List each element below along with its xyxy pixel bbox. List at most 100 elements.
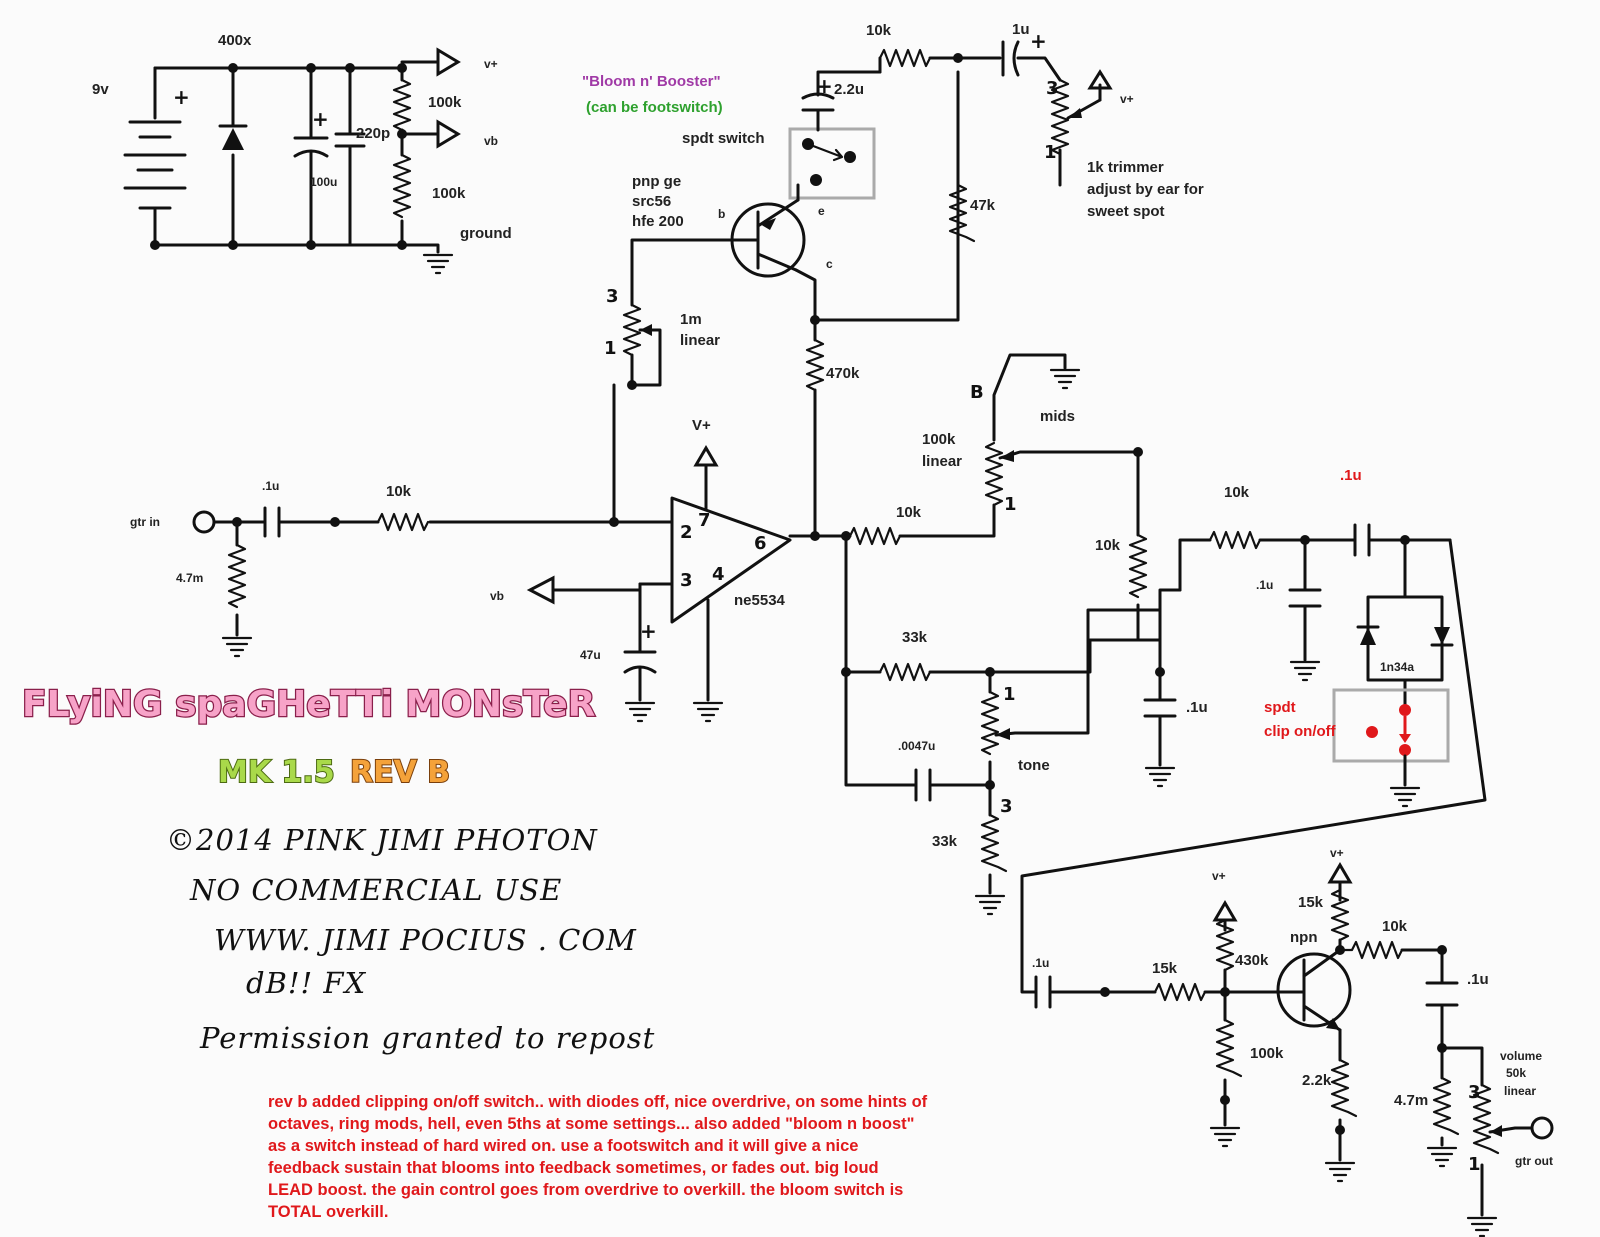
tone-r33k-b-label: 33k bbox=[932, 833, 958, 850]
out-vplus-b-icon bbox=[1327, 862, 1353, 884]
svg-text:3: 3 bbox=[1000, 796, 1013, 817]
svg-text:4: 4 bbox=[712, 564, 725, 585]
battery-icon bbox=[123, 120, 187, 210]
battery-label: 9v bbox=[92, 81, 109, 98]
svg-text:+: + bbox=[1030, 29, 1047, 53]
vb-arrow-icon bbox=[436, 119, 461, 149]
tone-pot-label: tone bbox=[1018, 757, 1050, 774]
opamp-vb-icon bbox=[526, 575, 555, 605]
title-mk: MK 1.5 bbox=[218, 755, 335, 790]
npn-transistor-icon bbox=[1276, 952, 1352, 1028]
clip-switch-label-2: clip on/off bbox=[1264, 723, 1337, 740]
out-cap-label: .1u bbox=[1467, 971, 1489, 988]
bloom-subtitle: (can be footswitch) bbox=[586, 99, 723, 116]
input-jack-label: gtr in bbox=[130, 515, 160, 529]
volume-label-1: volume bbox=[1500, 1049, 1542, 1063]
gain-pot-label: 1m bbox=[680, 311, 702, 328]
out-r15k-label: 15k bbox=[1152, 960, 1178, 977]
input-jack-icon bbox=[192, 510, 216, 534]
out-vplus-a-label: v+ bbox=[1212, 869, 1226, 883]
bloom-cap-1u-label: 1u bbox=[1012, 21, 1030, 38]
trimmer-label-1: 1k trimmer bbox=[1087, 159, 1164, 176]
tone-r10k-a-label: 10k bbox=[896, 504, 922, 521]
mids-pot-label: 100k bbox=[922, 431, 956, 448]
divider-r1-label: 100k bbox=[428, 94, 462, 111]
ground-icon bbox=[422, 253, 454, 275]
opamp-vplus-label: V+ bbox=[692, 417, 711, 434]
clipping-diodes-icon bbox=[1356, 625, 1454, 647]
bloom-r10k-label: 10k bbox=[866, 22, 892, 39]
opamp-cap-label: 47u bbox=[580, 648, 601, 662]
pin-e-label: e bbox=[818, 204, 825, 218]
svg-text:3: 3 bbox=[680, 570, 693, 591]
vplus-label: v+ bbox=[484, 57, 498, 71]
credit-copyright: ©2014 PINK JIMI PHOTON bbox=[166, 823, 598, 857]
trimmer-label-2: adjust by ear for bbox=[1087, 181, 1204, 198]
svg-text:3: 3 bbox=[1046, 78, 1059, 99]
clip-switch-label-1: spdt bbox=[1264, 699, 1296, 716]
input-pulldown-label: 4.7m bbox=[176, 571, 203, 585]
svg-text:1: 1 bbox=[1004, 494, 1017, 515]
feedback-r470k-label: 470k bbox=[826, 365, 860, 382]
trimmer-vplus-icon bbox=[1087, 69, 1113, 90]
out-r430k-label: 430k bbox=[1235, 952, 1269, 969]
power-supply-section: + + 9v 400x 100u 220p bbox=[92, 32, 512, 275]
opamp-label: ne5534 bbox=[734, 592, 786, 609]
input-r10k-label: 10k bbox=[386, 483, 412, 500]
input-cap-label: .1u bbox=[262, 479, 279, 493]
out-r10k-label: 10k bbox=[1382, 918, 1408, 935]
revision-notes: rev b added clipping on/off switch.. wit… bbox=[268, 1093, 928, 1221]
clip-switch-box[interactable] bbox=[1332, 688, 1450, 763]
filter-cap-icon bbox=[293, 136, 329, 158]
pin-b-label: b bbox=[718, 207, 725, 221]
out-r22k-label: 2.2k bbox=[1302, 1072, 1332, 1089]
clip-r10k-label: 10k bbox=[1224, 484, 1250, 501]
divider-r2-label: 100k bbox=[432, 185, 466, 202]
transistor-label-1: pnp ge bbox=[632, 173, 681, 190]
cap-220p-label: 220p bbox=[356, 125, 390, 142]
volume-label-2: 50k bbox=[1506, 1066, 1526, 1080]
svg-text:+: + bbox=[640, 619, 657, 643]
volume-label-3: linear bbox=[1504, 1084, 1536, 1098]
tone-r33k-a-label: 33k bbox=[902, 629, 928, 646]
tone-stack-section: .0047u 10k B 1 100k linear mids 10k 33k bbox=[841, 353, 1208, 916]
svg-text:3: 3 bbox=[1468, 1082, 1481, 1103]
bloom-booster-section: "Bloom n' Booster" (can be footswitch) s… bbox=[582, 21, 1204, 322]
credits-block: ©2014 PINK JIMI PHOTON NO COMMERCIAL USE… bbox=[166, 823, 654, 1055]
credit-no-commercial: NO COMMERCIAL USE bbox=[189, 873, 562, 907]
credit-website: WWW. JIMI POCIUS . COM bbox=[214, 923, 637, 957]
svg-text:+: + bbox=[816, 74, 833, 98]
gain-pot-label-2: linear bbox=[680, 332, 720, 349]
tone-r10k-b-label: 10k bbox=[1095, 537, 1121, 554]
bloom-r47k-label: 47k bbox=[970, 197, 996, 214]
out-r15k-c-label: 15k bbox=[1298, 894, 1324, 911]
out-vplus-a-icon bbox=[1212, 900, 1238, 922]
input-gain-section: gtr in .1u 10k 4.7m 3 1 1m linear 470k bbox=[130, 286, 860, 658]
clipping-section: 10k .1u .1u 1n34a spdt clip on/off bbox=[1020, 467, 1487, 994]
svg-text:7: 7 bbox=[698, 510, 711, 531]
title-rev: REV B bbox=[350, 755, 450, 790]
clip-diodes-label: 1n34a bbox=[1380, 660, 1414, 674]
cap-100u-label: 100u bbox=[310, 175, 337, 189]
svg-text:B: B bbox=[970, 382, 984, 403]
tone-cap-1u-label: .1u bbox=[1186, 699, 1208, 716]
bloom-title: "Bloom n' Booster" bbox=[582, 73, 721, 90]
opamp-section: 2 7 3 4 6 ne5534 V+ vb + 47u bbox=[490, 417, 852, 723]
opamp-vb-label: vb bbox=[490, 589, 504, 603]
output-stage-section: .1u 15k v+ 430k 100k npn v+ 15k bbox=[1032, 846, 1554, 1237]
mids-label: mids bbox=[1040, 408, 1075, 425]
out-r47m-label: 4.7m bbox=[1394, 1092, 1428, 1109]
clip-top-cap-label: .1u bbox=[1340, 467, 1362, 484]
opamp-ne5534-icon bbox=[670, 496, 792, 624]
title-block: FLyiNG spaGHeTTi MONsTeR MK 1.5 REV B bbox=[21, 683, 597, 791]
clip-shunt-cap-label: .1u bbox=[1256, 578, 1273, 592]
credit-dbfx: dB!! FX bbox=[246, 966, 367, 1000]
protection-diode-icon bbox=[218, 124, 248, 150]
pin-c-label: c bbox=[826, 257, 833, 271]
out-r100k-label: 100k bbox=[1250, 1045, 1284, 1062]
svg-text:+: + bbox=[173, 85, 190, 109]
diode-label: 400x bbox=[218, 32, 252, 49]
title-line-1: FLyiNG spaGHeTTi MONsTeR bbox=[22, 684, 595, 725]
bloom-switch-box[interactable] bbox=[788, 127, 876, 200]
